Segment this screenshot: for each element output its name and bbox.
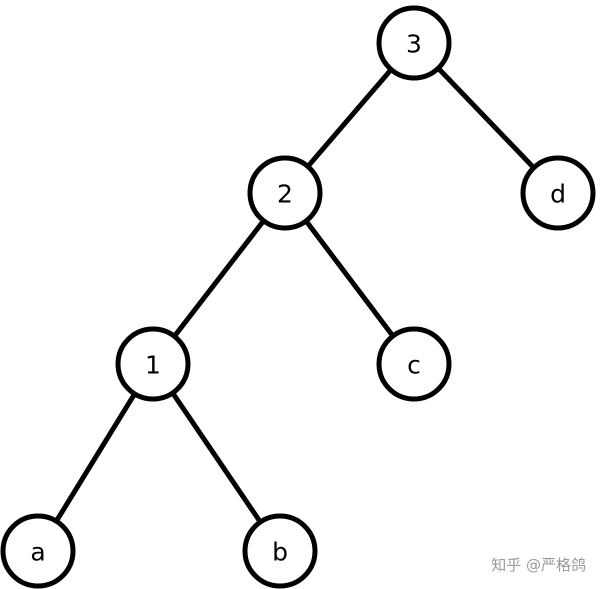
tree-node-na: a	[0, 513, 76, 589]
node-label: b	[272, 538, 288, 567]
node-circle	[376, 5, 452, 81]
node-label: a	[30, 538, 45, 567]
node-circle	[115, 326, 191, 402]
node-label: 1	[145, 351, 161, 380]
tree-nodes: 3 2 d 1 c a b	[0, 5, 596, 589]
edge-n2-n1	[171, 218, 267, 339]
node-label: c	[407, 351, 421, 380]
tree-node-nc: c	[376, 326, 452, 402]
node-circle	[247, 155, 323, 231]
node-label: d	[550, 180, 566, 209]
tree-edges	[53, 65, 537, 525]
tree-node-n3: 3	[376, 5, 452, 81]
node-circle	[242, 513, 318, 589]
tree-node-nb: b	[242, 513, 318, 589]
edge-n3-n2	[305, 67, 394, 169]
edge-n1-na	[53, 391, 138, 524]
edge-n1-nb	[170, 390, 263, 525]
tree-node-nd: d	[520, 155, 596, 231]
node-circle	[376, 326, 452, 402]
edge-n2-nc	[303, 218, 396, 339]
node-label: 3	[406, 30, 422, 59]
watermark-text: 知乎 @严格鸽	[491, 556, 586, 574]
node-circle	[520, 155, 596, 231]
tree-node-n1: 1	[115, 326, 191, 402]
edge-n3-nd	[435, 65, 537, 171]
node-label: 2	[277, 180, 293, 209]
node-circle	[0, 513, 76, 589]
tree-node-n2: 2	[247, 155, 323, 231]
